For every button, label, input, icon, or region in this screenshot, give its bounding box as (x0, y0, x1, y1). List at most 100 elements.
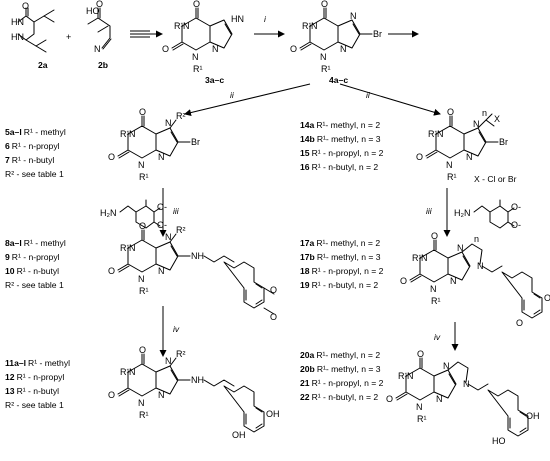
svg-text:O-: O- (511, 220, 521, 230)
svg-text:O: O (162, 44, 169, 54)
svg-text:N: N (192, 52, 199, 62)
svg-text:O: O (400, 276, 407, 286)
svg-text:O: O (270, 312, 277, 322)
step-iv-left-label: iv (173, 324, 180, 334)
svg-text:R² - see table 1: R² - see table 1 (5, 400, 64, 410)
svg-text:HN: HN (231, 14, 244, 24)
svg-text:R¹: R¹ (398, 371, 408, 381)
svg-text:R²: R² (176, 349, 186, 359)
svg-text:O: O (139, 107, 146, 117)
svg-text:O: O (447, 107, 454, 117)
svg-text:R¹: R¹ (174, 21, 184, 31)
label-3: 3a–c (205, 75, 224, 85)
compound-2a-structure: O HN HN (11, 1, 55, 53)
svg-text:N: N (457, 243, 464, 253)
svg-text:N: N (320, 52, 327, 62)
svg-text:R²: R² (176, 111, 186, 121)
svg-text:N: N (165, 118, 172, 128)
svg-text:N: N (463, 379, 470, 389)
svg-text:N: N (129, 129, 136, 139)
svg-text:R² - see table 1: R² - see table 1 (5, 169, 64, 179)
compound-3-structure: R¹ N O O N R¹ N HN (162, 0, 244, 74)
svg-text:R¹: R¹ (417, 414, 427, 424)
svg-text:N: N (138, 398, 145, 408)
svg-text:N: N (350, 11, 357, 21)
svg-text:N: N (430, 284, 437, 294)
svg-text:N: N (436, 394, 443, 404)
step-i-label: i (264, 14, 267, 24)
svg-text:n: n (482, 108, 487, 118)
label-4: 4a–c (329, 75, 348, 85)
svg-text:OH: OH (526, 411, 540, 421)
svg-text:N: N (340, 44, 347, 54)
svg-text:O: O (108, 390, 115, 400)
plus-sign: + (66, 32, 71, 42)
svg-text:O: O (108, 152, 115, 162)
svg-text:Br: Br (373, 29, 382, 39)
compound-4-structure: R¹ N O O N R¹ N N Br (290, 0, 382, 74)
step-iii-right-label: iii (426, 206, 433, 216)
svg-text:HO: HO (86, 6, 100, 16)
arrow-step-ii-left (184, 83, 311, 117)
svg-text:OH: OH (232, 430, 246, 440)
svg-text:N: N (466, 152, 473, 162)
step-iii-left-label: iii (173, 206, 180, 216)
svg-text:6R¹ - n-propyl: 6R¹ - n-propyl (5, 141, 60, 151)
svg-text:R² - see table 1: R² - see table 1 (5, 280, 64, 290)
svg-text:N: N (158, 266, 165, 276)
svg-text:O-: O- (157, 202, 167, 212)
label-2b: 2b (98, 60, 108, 70)
svg-text:N: N (421, 253, 428, 263)
svg-text:N: N (477, 261, 484, 271)
x-definition: X - Cl or Br (474, 174, 517, 184)
svg-text:O: O (139, 221, 146, 231)
svg-text:N: N (473, 119, 480, 129)
svg-text:O: O (544, 293, 550, 303)
svg-text:O-: O- (511, 202, 521, 212)
svg-text:Br: Br (499, 137, 508, 147)
dopamine-reagent-right: H₂N O- O- (454, 199, 521, 230)
compound-2b-structure: HO O N (86, 0, 112, 54)
svg-text:N: N (138, 274, 145, 284)
svg-text:O: O (386, 394, 393, 404)
svg-text:N: N (437, 129, 444, 139)
svg-text:R¹: R¹ (302, 21, 312, 31)
svg-text:R¹: R¹ (447, 172, 457, 182)
svg-text:R¹: R¹ (193, 64, 203, 74)
svg-text:R¹: R¹ (412, 253, 422, 263)
svg-text:O: O (417, 349, 424, 359)
svg-text:O: O (193, 0, 200, 9)
svg-text:NH: NH (191, 251, 204, 261)
svg-text:NH: NH (191, 375, 204, 385)
svg-text:O: O (22, 1, 29, 11)
svg-text:HO: HO (492, 436, 506, 446)
svg-text:R¹: R¹ (120, 243, 130, 253)
svg-text:N: N (212, 44, 219, 54)
svg-text:O-: O- (157, 220, 167, 230)
svg-text:HN: HN (11, 17, 24, 27)
svg-text:N: N (183, 21, 190, 31)
svg-text:O: O (516, 318, 523, 328)
svg-text:R¹: R¹ (120, 129, 130, 139)
svg-text:H₂N: H₂N (100, 208, 117, 218)
compound-17-19-structure: R¹ N O O N R¹ N N N n O O (400, 231, 550, 328)
svg-text:N: N (129, 367, 136, 377)
svg-text:N: N (416, 402, 423, 412)
svg-text:HN: HN (11, 32, 24, 42)
compound-8-10-structure: R¹ N O O N R¹ N N R² NH O O (108, 221, 277, 322)
